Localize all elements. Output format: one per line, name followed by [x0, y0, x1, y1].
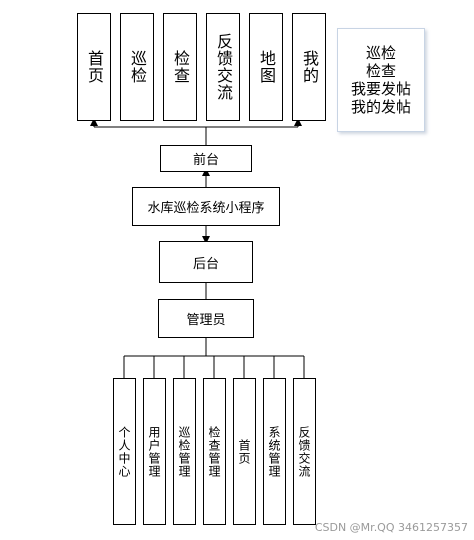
module-box-system-mgmt: 系统管理 [263, 378, 286, 525]
module-label-profile: 个人中心 [117, 425, 131, 478]
system-box: 水库巡检系统小程序 [132, 187, 280, 226]
module-box-patrol-mgmt: 巡检管理 [173, 378, 196, 525]
module-label-home: 首页 [237, 438, 251, 465]
module-label-inspect-mgmt: 检查管理 [207, 425, 221, 478]
page-label-inspect: 检查 [171, 50, 190, 84]
module-label-system-mgmt: 系统管理 [267, 425, 281, 478]
page-label-home: 首页 [85, 50, 104, 84]
front-end-label: 前台 [192, 153, 219, 168]
page-box-inspect: 检查 [163, 13, 197, 121]
page-box-feedback: 反馈交流 [206, 13, 240, 121]
watermark: CSDN @Mr.QQ 3461257357 [314, 521, 468, 534]
page-box-mine: 我的 [292, 13, 326, 121]
mine-note-line-1: 巡检 [365, 44, 396, 62]
mine-note-line-2: 检查 [365, 62, 396, 80]
front-end-box: 前台 [160, 145, 252, 172]
page-box-patrol: 巡检 [120, 13, 154, 121]
page-box-map: 地图 [249, 13, 283, 121]
mine-note-line-3: 我要发帖 [350, 80, 411, 98]
module-box-feedback: 反馈交流 [293, 378, 316, 525]
module-label-feedback: 反馈交流 [297, 425, 311, 478]
module-box-user-mgmt: 用户管理 [143, 378, 166, 525]
mine-note-line-4: 我的发帖 [350, 98, 411, 116]
page-label-map: 地图 [257, 50, 276, 84]
admin-label: 管理员 [186, 313, 226, 328]
module-label-user-mgmt: 用户管理 [147, 425, 161, 478]
admin-box: 管理员 [158, 299, 254, 338]
module-box-inspect-mgmt: 检查管理 [203, 378, 226, 525]
page-label-patrol: 巡检 [128, 50, 147, 84]
module-box-profile: 个人中心 [113, 378, 136, 525]
page-label-mine: 我的 [300, 50, 319, 84]
back-end-label: 后台 [192, 256, 219, 272]
page-box-home: 首页 [77, 13, 111, 121]
module-label-patrol-mgmt: 巡检管理 [177, 425, 191, 478]
module-box-home: 首页 [233, 378, 256, 525]
mine-note-box: 巡检 检查 我要发帖 我的发帖 [337, 28, 425, 132]
page-label-feedback: 反馈交流 [214, 33, 233, 101]
system-label: 水库巡检系统小程序 [147, 201, 265, 216]
back-end-box: 后台 [159, 241, 253, 283]
